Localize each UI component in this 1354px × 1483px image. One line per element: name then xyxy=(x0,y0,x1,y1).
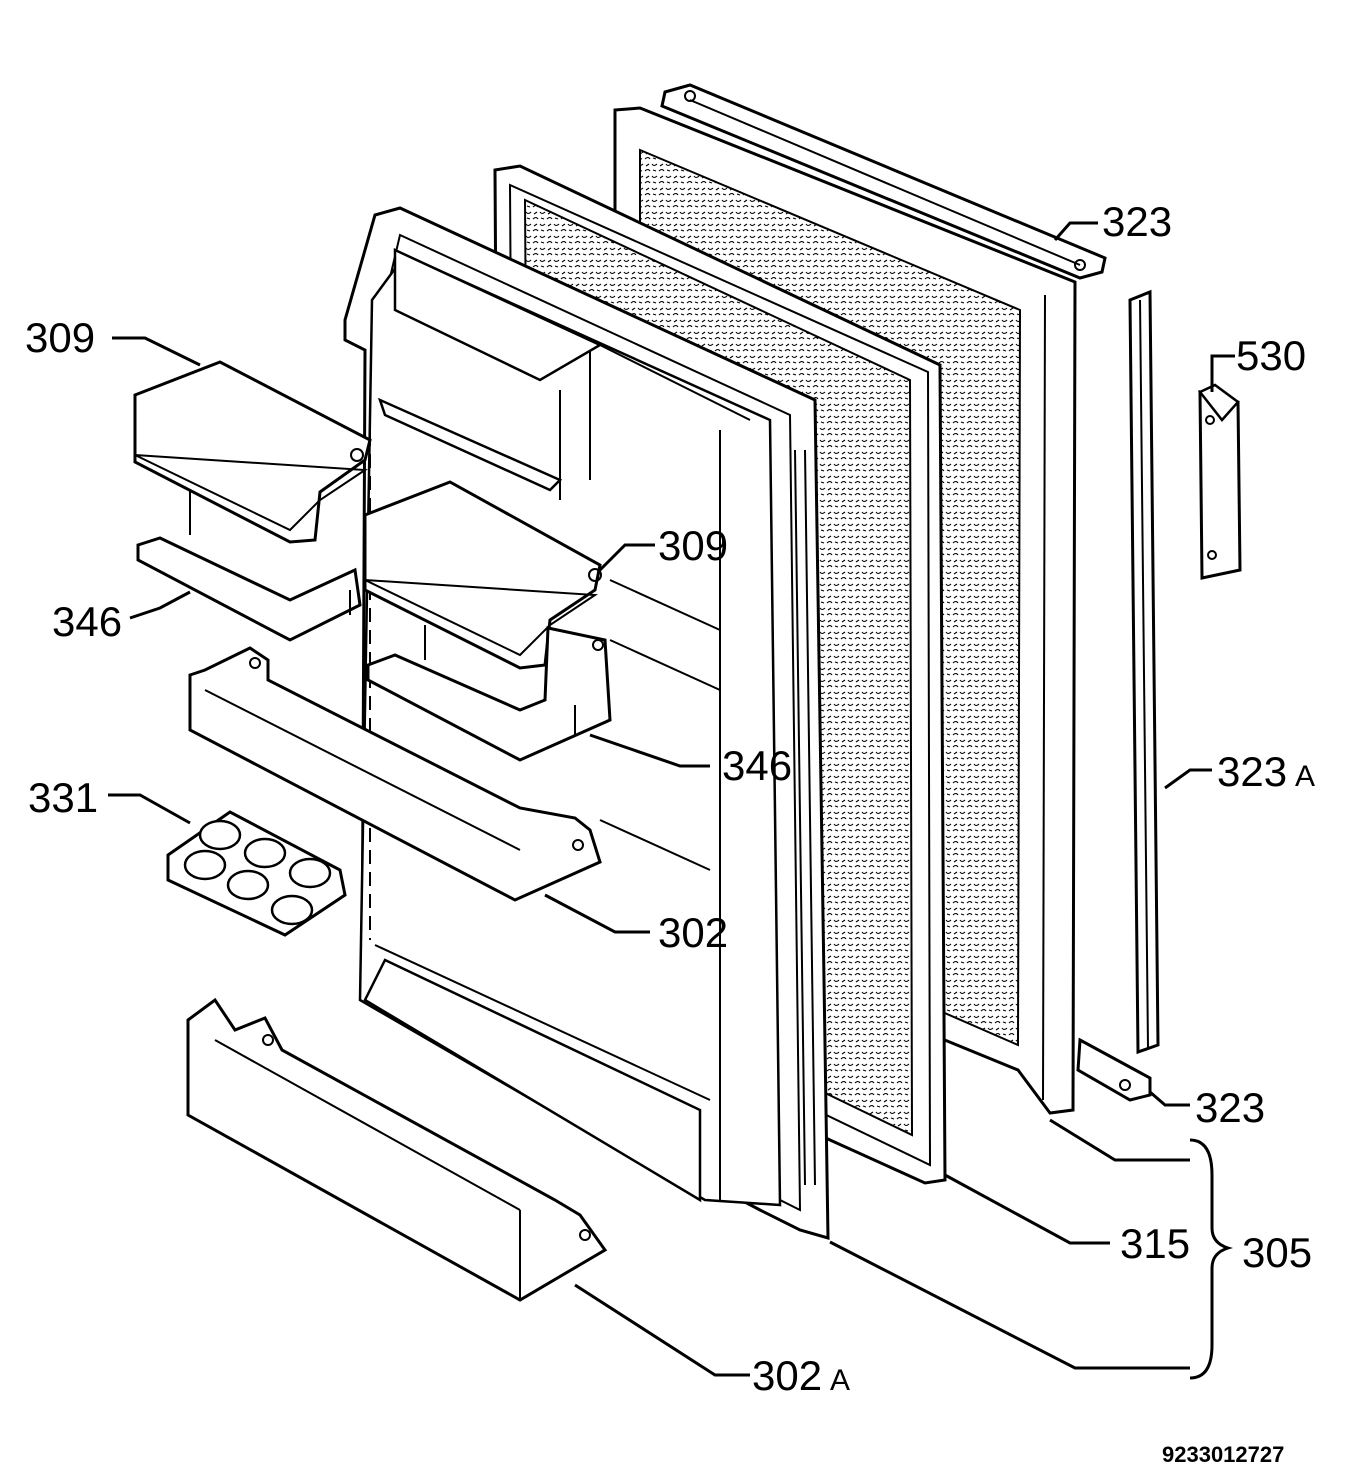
middle-shelf-tray xyxy=(366,625,612,762)
door-rack xyxy=(188,646,602,902)
vertical-strip xyxy=(1128,289,1160,1055)
label-346-left: 346 xyxy=(52,598,122,645)
bottle-rack xyxy=(186,997,608,1302)
label-302a: 302 xyxy=(752,1352,822,1399)
label-530: 530 xyxy=(1236,332,1306,379)
door-liner xyxy=(343,206,830,1240)
middle-shelf-lid xyxy=(363,480,602,670)
bottom-hinge-strip xyxy=(1076,1037,1152,1102)
part-labels: 323 530 309 309 346 346 323 A 331 302 32… xyxy=(25,198,1315,1399)
bracket xyxy=(1198,383,1242,580)
label-309-left: 309 xyxy=(25,314,95,361)
label-323-bottom: 323 xyxy=(1195,1084,1265,1131)
label-305: 305 xyxy=(1242,1229,1312,1276)
label-323a: 323 xyxy=(1217,748,1287,795)
label-323-top: 323 xyxy=(1102,198,1172,245)
label-302: 302 xyxy=(658,909,728,956)
label-331: 331 xyxy=(28,774,98,821)
label-323a-suffix: A xyxy=(1295,760,1315,793)
top-hinge-strip xyxy=(660,83,1107,280)
label-309-middle: 309 xyxy=(658,522,728,569)
drawing-code: 9233012727 xyxy=(1162,1442,1284,1467)
leader-lines xyxy=(108,221,1235,1380)
label-346-middle: 346 xyxy=(722,742,792,789)
left-shelf-lid xyxy=(133,360,372,544)
left-shelf-tray xyxy=(136,490,362,642)
label-302a-suffix: A xyxy=(830,1364,850,1397)
egg-tray xyxy=(166,810,347,937)
label-315: 315 xyxy=(1120,1220,1190,1267)
